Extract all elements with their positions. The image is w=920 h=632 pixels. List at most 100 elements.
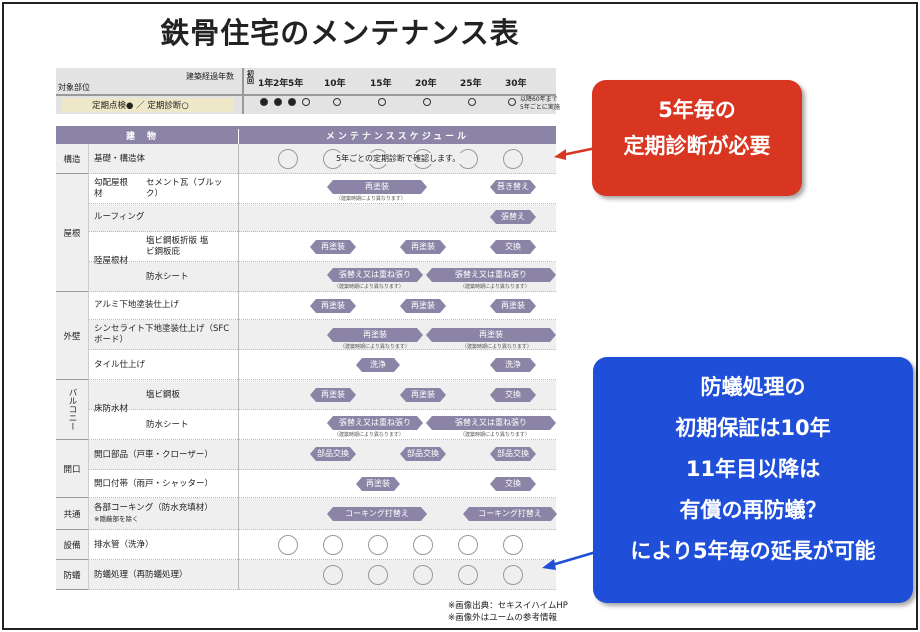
bar-note: （建築時期により異なります） [462,344,532,350]
repaint-bar: 再塗装 [310,388,356,402]
repaint-bar: 再塗装 [400,240,446,254]
wash-bar: 洗浄 [356,358,400,372]
row-label: セメント瓦（ブルック） [146,178,223,199]
wash-circle [368,535,388,555]
parts-bar: 部品交換 [490,447,536,461]
callout-line: 初期保証は10年 [675,416,831,440]
repaint-bar: 再塗装 [327,180,427,194]
table-row [56,350,556,380]
table-header-schedule: メンテナンススケジュール [238,129,556,147]
bar-note: （建築時期により異なります） [336,196,406,202]
termite-circle [323,565,343,585]
repaint-bar: 再塗装 [426,328,556,342]
row-label: 排水管（洗浄） [94,540,154,550]
category-balcony: バルコニー [56,380,88,440]
row-label: 開口付帯（雨戸・シャッター） [94,479,214,489]
table-row [56,380,556,410]
wash-circle [413,535,433,555]
coking-bar: コーキング打替え [327,507,427,521]
parts-bar: 部品交換 [310,447,356,461]
inspection-dot [260,98,268,106]
repaint-bar: 再塗装 [400,299,446,313]
arrow-red [554,146,597,160]
year-label: 10年 [324,79,346,89]
year-label: 初回 [247,70,254,85]
schedule-header: 建築経過年数 対象部位 定期点検● ／ 定期診断○ 初回 1年 2年 5年 10… [56,68,560,114]
header-left: 建築経過年数 対象部位 [56,68,238,114]
year-axis: 初回 1年 2年 5年 10年 15年 20年 25年 30年 以降60年まで5… [242,68,560,114]
diagnosis-dot [468,98,476,106]
inspection-dot [274,98,282,106]
year-label: 20年 [415,79,437,89]
table-row [56,410,556,440]
termite-circle [368,565,388,585]
source-line: ※画像出典：セキスイハイムHP [448,601,568,611]
source-line: ※画像外はユームの参考情報 [448,613,557,623]
row-label: タイル仕上げ [94,360,146,370]
cover-bar: 張替え [490,210,536,224]
diagnosis-dot [378,98,386,106]
column-divider [238,144,239,590]
bar-note: （建築時期により異なります） [334,432,404,438]
table-header-building: 建物 [125,132,168,142]
wash-circle [323,535,343,555]
row-label: ルーフィング [94,212,145,222]
category-equipment: 設備 [56,530,88,560]
category-common: 共通 [56,498,88,530]
termite-circle [458,565,478,585]
callout-line: 11年目以降は [685,457,821,481]
row-label: 開口部品（戸車・クローザー） [94,450,213,460]
year-label: 5年 [288,79,304,89]
column-divider [88,144,89,590]
bar-note: （建築時期により異なります） [334,284,404,290]
table-row [56,174,556,204]
inspection-dot [288,98,296,106]
header-note: 以降60年まで5年ごとに実施 [520,96,560,111]
table-row [56,470,556,498]
table-header: 建物 メンテナンススケジュール [56,126,556,147]
diagnosis-dot [333,98,341,106]
bar-note: （建築時期により異なります） [460,284,530,290]
category-wall: 外壁 [56,292,88,380]
year-label: 2年 [273,79,289,89]
row-label: 勾配屋根材 [94,178,129,199]
overlay-bar: 張替え又は重ね張り [426,268,556,282]
row-note: ※隠蔽部を除く [94,515,139,523]
table-row [56,530,556,560]
termite-circle [413,565,433,585]
source-note: ※画像出典：セキスイハイムHP ※画像外はユームの参考情報 [448,600,568,624]
exchange-bar: 交換 [490,240,536,254]
category-opening: 開口 [56,440,88,498]
parts-bar: 部品交換 [400,447,446,461]
repaint-bar: 再塗装 [327,328,423,342]
diagnosis-circle [278,149,298,169]
year-label: 1年 [258,79,274,89]
table-row [56,204,556,232]
callout-line: により5年毎の延長が可能 [630,539,876,563]
row-label: シンセライト下地塗装仕上げ（SFCボード） [94,324,230,345]
row-label: 塩ビ鋼板折版 塩ビ鋼板庇 [146,236,209,257]
row-label: 陸屋根材 [94,256,129,266]
bar-note: （建築時期により異なります） [460,432,530,438]
row-label: 防水シート [146,420,189,430]
row-label: 基礎・構造体 [94,154,146,164]
repaint-bar: 再塗装 [356,477,400,491]
row-label: 防水シート [146,272,189,282]
diagnosis-dot [302,98,310,106]
reroof-bar: 葺き替え [490,180,536,194]
termite-circle [503,565,523,585]
overlay-bar: 張替え又は重ね張り [426,416,556,430]
row-label: 各部コーキング（防水充填材） [94,503,213,513]
category-roof: 屋根 [56,174,88,292]
overlay-bar: 張替え又は重ね張り [327,416,423,430]
year-label: 25年 [460,79,482,89]
callout-line: 有償の再防蟻？ [679,498,827,522]
page-title: 鉄骨住宅のメンテナンス表 [160,16,520,50]
diagnosis-dot [423,98,431,106]
row-label: アルミ下地塗装仕上げ [94,300,179,310]
table-row [56,292,556,320]
diagnosis-circle [503,149,523,169]
bar-note: （建築時期により異なります） [340,344,410,350]
wash-circle [503,535,523,555]
